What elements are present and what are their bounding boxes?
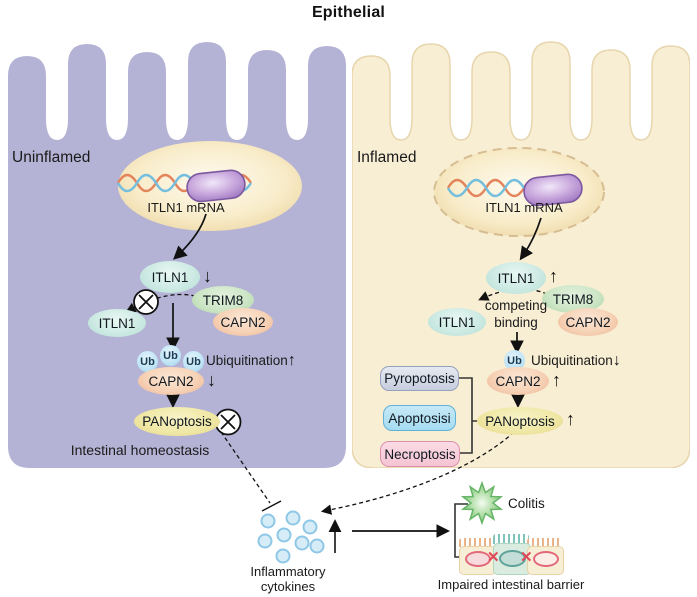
intestinal-homeostasis-label: Intestinal homeostasis bbox=[70, 442, 210, 458]
figure-title: Epithelial bbox=[311, 4, 386, 21]
capn2-active-pill-right: CAPN2 bbox=[487, 367, 549, 395]
itln1-mrna-label-left: ITLN1 mRNA bbox=[147, 200, 225, 215]
cytokine-dot bbox=[257, 533, 273, 549]
necroptosis-box: Necroptosis bbox=[380, 441, 460, 467]
cytokine-dot bbox=[302, 519, 318, 535]
brush-border-icon bbox=[527, 538, 562, 547]
cytokine-dot bbox=[294, 535, 310, 551]
colitis-label: Colitis bbox=[508, 496, 545, 511]
ubiquitination-increase-arrow: ↑ bbox=[287, 352, 296, 369]
cell-nucleus-icon bbox=[533, 551, 559, 567]
broken-junction-x-icon: ✕ bbox=[520, 549, 533, 566]
cytokine-dots bbox=[257, 510, 325, 564]
ubiquitination-label-right: Ubiquitination↓ bbox=[531, 352, 621, 369]
capn2-increase-arrow: ↑ bbox=[552, 370, 561, 390]
pyroptosis-box: Pyropotosis bbox=[380, 366, 459, 391]
arrow-mrna-to-itln1-right bbox=[519, 217, 542, 261]
itln1-decrease-arrow: ↓ bbox=[203, 266, 212, 286]
dashed-inhibition-to-cytokines bbox=[220, 431, 271, 504]
cytokine-dot bbox=[276, 527, 292, 543]
mrna-blob-icon bbox=[523, 173, 583, 207]
ub-circle: Ub bbox=[183, 351, 204, 372]
inflammatory-cytokines-label: Inflammatory cytokines bbox=[250, 564, 326, 594]
cytokine-dot bbox=[285, 510, 301, 526]
mrna-blob-icon bbox=[186, 169, 246, 203]
ubiquitination-decrease-arrow: ↓ bbox=[612, 352, 621, 369]
brush-border-icon bbox=[459, 538, 494, 547]
ubiquitination-label-left: Ubiquitination↑ bbox=[206, 352, 296, 369]
dashed-panoptosis-to-cytokines bbox=[320, 431, 515, 515]
ub-circle: Ub bbox=[504, 350, 525, 371]
inflamed-nucleus bbox=[433, 147, 605, 237]
ub-circle: Ub bbox=[137, 351, 158, 372]
capn2-pill-left: CAPN2 bbox=[213, 308, 273, 336]
cell-nucleus-icon bbox=[499, 550, 526, 567]
itln1-free-pill-left: ITLN1 bbox=[88, 309, 146, 337]
blocked-icon bbox=[214, 408, 242, 436]
impaired-barrier-label: Impaired intestinal barrier bbox=[437, 577, 585, 592]
itln1-increase-arrow: ↑ bbox=[549, 266, 558, 286]
arrow-mrna-to-itln1-left bbox=[173, 213, 207, 260]
death-modes-bracket bbox=[457, 377, 478, 454]
capn2-pill-right: CAPN2 bbox=[558, 308, 618, 336]
brush-border-icon bbox=[493, 534, 529, 544]
inhibition-bar bbox=[261, 500, 282, 512]
panoptosis-increase-arrow: ↑ bbox=[566, 409, 575, 429]
competing-binding-label: competing binding bbox=[484, 298, 548, 330]
panoptosis-pill-left: PANoptosis bbox=[134, 407, 220, 436]
itln1-pill-left: ITLN1 bbox=[140, 261, 200, 293]
itln1-mrna-label-right: ITLN1 mRNA bbox=[485, 200, 563, 215]
colitis-star-icon bbox=[460, 480, 504, 526]
cytokine-dot bbox=[275, 548, 291, 564]
cytokine-dot bbox=[309, 538, 325, 554]
capn2-decrease-arrow: ↓ bbox=[207, 370, 216, 390]
uninflamed-nucleus bbox=[116, 141, 302, 231]
itln1-free-pill-right: ITLN1 bbox=[428, 308, 486, 336]
inflamed-label: Inflamed bbox=[357, 149, 417, 166]
broken-junction-x-icon: ✕ bbox=[487, 549, 500, 566]
cytokine-dot bbox=[260, 513, 276, 529]
cell-nucleus-icon bbox=[465, 551, 491, 567]
apoptosis-box: Apoptosisi bbox=[383, 405, 456, 431]
capn2-ubiquitinated-pill-left: CAPN2 bbox=[138, 367, 204, 395]
panoptosis-pill-right: PANoptosis bbox=[477, 407, 563, 435]
uninflamed-label: Uninflamed bbox=[12, 149, 91, 166]
ub-circle: Ub bbox=[160, 345, 181, 366]
blocked-icon bbox=[133, 289, 159, 315]
impaired-barrier-illustration: ✕ ✕ bbox=[456, 532, 566, 576]
itln1-pill-right: ITLN1 bbox=[486, 262, 546, 294]
